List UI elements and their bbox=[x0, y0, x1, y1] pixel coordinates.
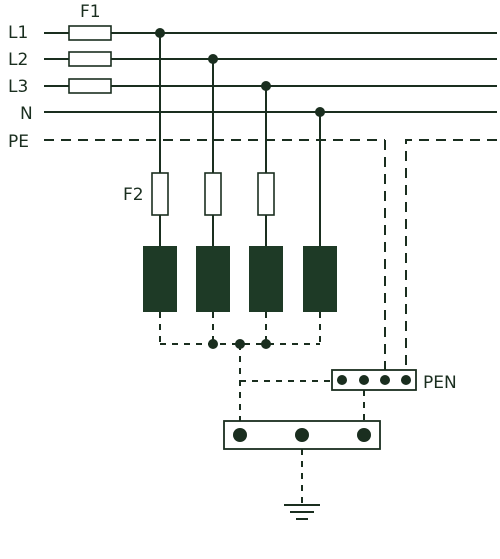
pe-drop-right bbox=[405, 139, 497, 370]
fuse-f2-l3 bbox=[257, 172, 275, 216]
fuse-label-f2: F2 bbox=[123, 185, 144, 205]
pen-terminal-1 bbox=[337, 375, 347, 385]
common-node-l3 bbox=[261, 339, 271, 349]
earth-terminal-2 bbox=[295, 428, 309, 442]
pen-terminal-4 bbox=[401, 375, 411, 385]
surge-arrester-l3 bbox=[249, 246, 283, 312]
bus-label-pe: PE bbox=[8, 132, 29, 152]
bus-label-n: N bbox=[20, 104, 33, 124]
common-node-l2 bbox=[208, 339, 218, 349]
bus-label-l2: L2 bbox=[8, 50, 28, 70]
earth-terminal-3 bbox=[357, 428, 371, 442]
bus-label-l3: L3 bbox=[8, 77, 28, 97]
fuse-f1-l2 bbox=[68, 51, 112, 67]
terminal-label-pen: PEN bbox=[423, 373, 457, 393]
fuse-f2-l1 bbox=[151, 172, 169, 216]
earth-terminal-1 bbox=[233, 428, 247, 442]
bus-label-l1: L1 bbox=[8, 23, 28, 43]
fuse-label-f1: F1 bbox=[80, 2, 101, 22]
surge-arrester-n bbox=[303, 246, 337, 312]
fuse-f1-l3 bbox=[68, 78, 112, 94]
fuse-f2-l2 bbox=[204, 172, 222, 216]
fuse-f1-l1 bbox=[68, 25, 112, 41]
pen-terminal-3 bbox=[380, 375, 390, 385]
surge-arrester-l2 bbox=[196, 246, 230, 312]
pen-terminal-block bbox=[331, 369, 417, 391]
ground-icon bbox=[284, 504, 320, 520]
pen-terminal-2 bbox=[359, 375, 369, 385]
surge-arrester-l1 bbox=[143, 246, 177, 312]
